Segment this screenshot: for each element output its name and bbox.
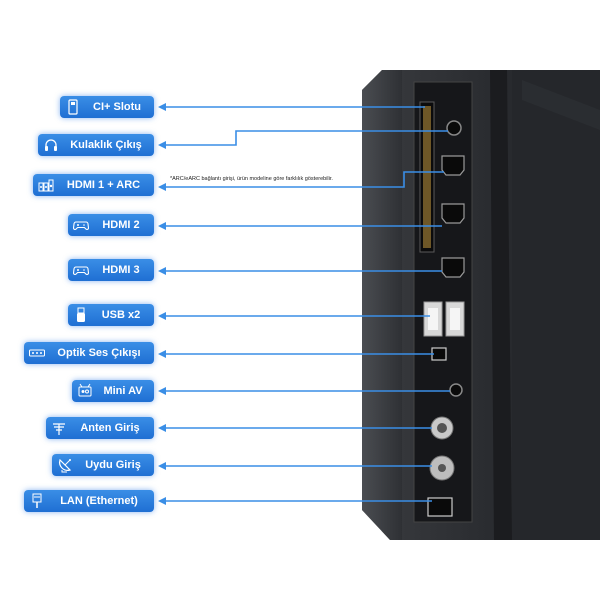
label-text: HDMI 3	[102, 264, 140, 276]
label-hdmi1: HDMI 1 + ARC	[33, 174, 154, 196]
label-text: Kulaklık Çıkış	[70, 139, 142, 151]
label-headphone: Kulaklık Çıkış	[38, 134, 154, 156]
label-text: Optik Ses Çıkışı	[57, 347, 141, 359]
label-text: HDMI 1 + ARC	[66, 179, 141, 191]
headphone-icon	[42, 136, 60, 154]
label-text: HDMI 2	[102, 219, 140, 231]
arrow-hdmi1	[162, 171, 444, 188]
ci-card-icon	[64, 98, 82, 116]
gamepad-icon	[72, 216, 90, 234]
arc-note: *ARC/eARC bağlantı girişi, ürün modeline…	[170, 176, 333, 182]
label-ci: CI+ Slotu	[60, 96, 154, 118]
gamepad-icon	[72, 261, 90, 279]
label-satellite: Uydu Giriş	[52, 454, 154, 476]
ethernet-plug-icon	[28, 492, 46, 510]
soundbar-icon	[37, 176, 55, 194]
label-usb: USB x2	[68, 304, 154, 326]
label-lan: LAN (Ethernet)	[24, 490, 154, 512]
label-hdmi3: HDMI 3	[68, 259, 154, 281]
label-text: Mini AV	[103, 385, 143, 397]
label-text: Anten Giriş	[80, 422, 140, 434]
tv-back-panel	[362, 70, 600, 540]
usb-stick-icon	[72, 306, 90, 324]
label-text: Uydu Giriş	[85, 459, 141, 471]
label-optical: Optik Ses Çıkışı	[24, 342, 154, 364]
antenna-icon	[50, 419, 68, 437]
label-text: LAN (Ethernet)	[60, 495, 138, 507]
av-device-icon	[76, 382, 94, 400]
label-hdmi2: HDMI 2	[68, 214, 154, 236]
optical-device-icon	[28, 344, 46, 362]
arrow-headphone	[162, 130, 448, 146]
label-miniav: Mini AV	[72, 380, 154, 402]
label-text: CI+ Slotu	[93, 101, 141, 113]
label-antenna: Anten Giriş	[46, 417, 154, 439]
label-text: USB x2	[101, 309, 141, 321]
satellite-dish-icon	[56, 456, 74, 474]
